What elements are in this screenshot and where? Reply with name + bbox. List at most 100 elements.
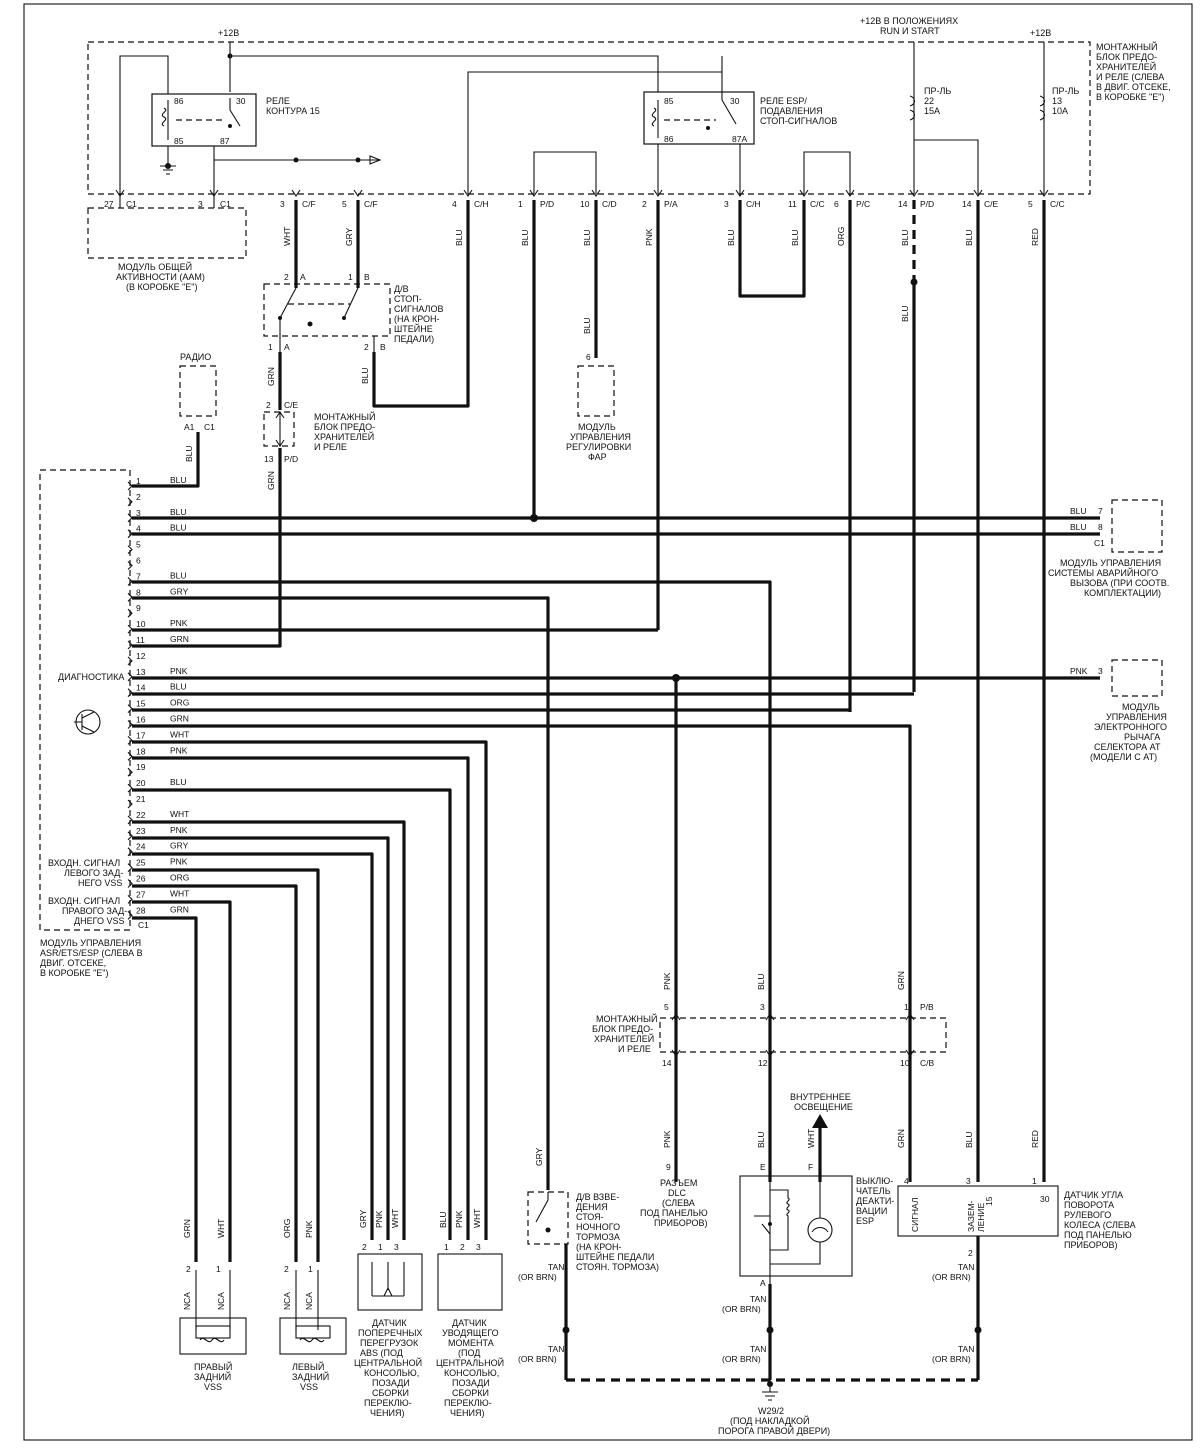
svg-text:21: 21 (136, 794, 146, 804)
svg-text:ЧЕНИЯ): ЧЕНИЯ) (370, 1408, 404, 1418)
svg-text:DLC: DLC (668, 1188, 687, 1198)
ecu-pin: 28 (127, 905, 146, 920)
svg-text:СИГНАЛОВ: СИГНАЛОВ (394, 304, 443, 314)
svg-text:9: 9 (136, 603, 141, 613)
plus12-right: +12В (1030, 28, 1051, 38)
relay-15-box (151, 93, 257, 147)
svg-text:РЕЛЕ: РЕЛЕ (266, 96, 290, 106)
svg-text:ВЫЗОВА (ПРИ СООТВ.: ВЫЗОВА (ПРИ СООТВ. (1070, 578, 1169, 588)
svg-text:NCA: NCA (216, 1292, 226, 1310)
ecu-pin: 24 (127, 842, 146, 857)
headlamp-module: 6 МОДУЛЬ УПРАВЛЕНИЯ РЕГУЛИРОВКИ ФАР (566, 352, 631, 462)
svg-text:85: 85 (664, 96, 674, 106)
svg-text:ВЫКЛЮ-: ВЫКЛЮ- (856, 1176, 893, 1186)
svg-text:28: 28 (136, 905, 146, 915)
svg-text:ДАТЧИК УГЛА: ДАТЧИК УГЛА (1064, 1190, 1123, 1200)
svg-text:C1: C1 (204, 422, 215, 432)
svg-text:ASR/ETS/ESP (СЛЕВА В: ASR/ETS/ESP (СЛЕВА В (40, 948, 143, 958)
svg-text:BLU: BLU (964, 1131, 974, 1148)
svg-text:87: 87 (220, 136, 230, 146)
svg-text:РЕГУЛИРОВКИ: РЕГУЛИРОВКИ (566, 442, 631, 452)
svg-text:BLU: BLU (790, 229, 800, 246)
ecu-pin: 26 (127, 874, 146, 888)
svg-text:В ДВИГ. ОТСЕКЕ,: В ДВИГ. ОТСЕКЕ, (1096, 82, 1171, 92)
svg-text:WHT: WHT (472, 1209, 482, 1228)
ecu-wire-color-label: PNK (170, 666, 188, 676)
svg-text:86: 86 (664, 134, 674, 144)
svg-text:ВНУТРЕННЕЕ: ВНУТРЕННЕЕ (790, 1092, 851, 1102)
svg-text:2: 2 (364, 342, 369, 352)
svg-text:27: 27 (136, 889, 146, 899)
svg-text:VSS: VSS (204, 1382, 222, 1392)
svg-text:3: 3 (476, 1242, 481, 1252)
svg-text:GRN: GRN (896, 971, 906, 990)
svg-text:BLU: BLU (438, 1211, 448, 1228)
svg-text:BLU: BLU (1070, 522, 1087, 532)
svg-text:1: 1 (1032, 1176, 1037, 1186)
svg-text:TAN: TAN (750, 1344, 766, 1354)
svg-text:И РЕЛЕ: И РЕЛЕ (618, 1044, 651, 1054)
svg-text:МОДУЛЬ: МОДУЛЬ (1122, 702, 1160, 712)
svg-text:1: 1 (348, 272, 353, 282)
svg-text:BLU: BLU (900, 229, 910, 246)
svg-text:ХРАНИТЕЛЕЙ: ХРАНИТЕЛЕЙ (594, 1033, 654, 1044)
ecu-pin: 11 (127, 635, 145, 650)
svg-text:1: 1 (216, 1264, 221, 1274)
svg-text:ПОДАВЛЕНИЯ: ПОДАВЛЕНИЯ (760, 106, 823, 116)
ecu-wire-color-label: GRN (170, 714, 189, 724)
emergency-call-module: BLU BLU 7 8 C1 МОДУЛЬ УПРАВЛЕНИЯ СИСТЕМЫ… (1048, 499, 1169, 598)
svg-text:PNK: PNK (644, 228, 654, 246)
svg-text:10A: 10A (1052, 106, 1068, 116)
svg-text:ЛЕВОГО ЗАД-: ЛЕВОГО ЗАД- (64, 868, 123, 878)
ecu-wire-color-label: PNK (170, 745, 188, 755)
svg-text:РЕЛЕ ESP/: РЕЛЕ ESP/ (760, 96, 807, 106)
svg-text:A: A (300, 272, 306, 282)
svg-text:3: 3 (280, 199, 285, 209)
svg-text:И РЕЛЕ (СЛЕВА: И РЕЛЕ (СЛЕВА (1096, 72, 1164, 82)
svg-text:В КОРОБКЕ "E"): В КОРОБКЕ "E") (40, 968, 109, 978)
svg-text:ПОЗАДИ: ПОЗАДИ (452, 1378, 490, 1388)
ecu-pin: 22 (127, 810, 146, 825)
svg-text:2: 2 (460, 1242, 465, 1252)
svg-text:РЫЧАГА: РЫЧАГА (1124, 732, 1160, 742)
svg-text:19: 19 (136, 762, 146, 772)
svg-text:ПОД ПАНЕЛЬЮ: ПОД ПАНЕЛЬЮ (1064, 1230, 1132, 1240)
svg-text:GRY: GRY (358, 1209, 368, 1228)
svg-text:16: 16 (136, 715, 146, 725)
svg-text:БЛОК ПРЕДО-: БЛОК ПРЕДО- (592, 1024, 653, 1034)
svg-text:СТОП-СИГНАЛОВ: СТОП-СИГНАЛОВ (760, 116, 837, 126)
svg-text:СИГНАЛ: СИГНАЛ (910, 1198, 920, 1232)
svg-text:(МОДЕЛИ С AT): (МОДЕЛИ С AT) (1090, 752, 1157, 762)
svg-text:10: 10 (580, 199, 590, 209)
ecu-wire-color-label: BLU (170, 475, 187, 485)
svg-text:СИСТЕМЫ АВАРИЙНОГО: СИСТЕМЫ АВАРИЙНОГО (1048, 567, 1158, 578)
svg-text:ЭЛЕКТРОННОГО: ЭЛЕКТРОННОГО (1094, 722, 1167, 732)
svg-text:TAN: TAN (958, 1262, 974, 1272)
svg-text:ПРАВОГО ЗАД-: ПРАВОГО ЗАД- (62, 906, 127, 916)
svg-text:МОНТАЖНЫЙ: МОНТАЖНЫЙ (314, 411, 375, 422)
svg-text:КОМПЛЕКТАЦИИ): КОМПЛЕКТАЦИИ) (1084, 588, 1161, 598)
relay-circuit-15: 86 30 85 87 РЕЛЕ КОНТУРА 15 (119, 55, 382, 194)
svg-text:МОНТАЖНЫЙ: МОНТАЖНЫЙ (596, 1013, 657, 1024)
svg-text:NCA: NCA (182, 1292, 192, 1310)
svg-text:МОДУЛЬ ОБЩЕЙ: МОДУЛЬ ОБЩЕЙ (118, 261, 192, 272)
svg-text:СБОРКИ: СБОРКИ (452, 1388, 489, 1398)
svg-text:Д/В ВЗВЕ-: Д/В ВЗВЕ- (576, 1192, 619, 1202)
svg-text:СТОП-: СТОП- (394, 294, 422, 304)
svg-text:ВХОДН. СИГНАЛ: ВХОДН. СИГНАЛ (48, 858, 120, 868)
svg-text:(ПОД: (ПОД (458, 1348, 480, 1358)
ecu-wire-color-label: ORG (170, 873, 189, 883)
svg-text:1: 1 (518, 199, 523, 209)
ecu-wire-color-label: BLU (170, 507, 187, 517)
ecu-pin: 1 (127, 476, 141, 491)
svg-text:18: 18 (136, 746, 146, 756)
svg-text:15: 15 (984, 1196, 994, 1206)
ecu-pin: 2 (127, 492, 141, 507)
svg-text:BLU: BLU (1070, 506, 1087, 516)
svg-text:ПОВОРОТА: ПОВОРОТА (1064, 1200, 1114, 1210)
